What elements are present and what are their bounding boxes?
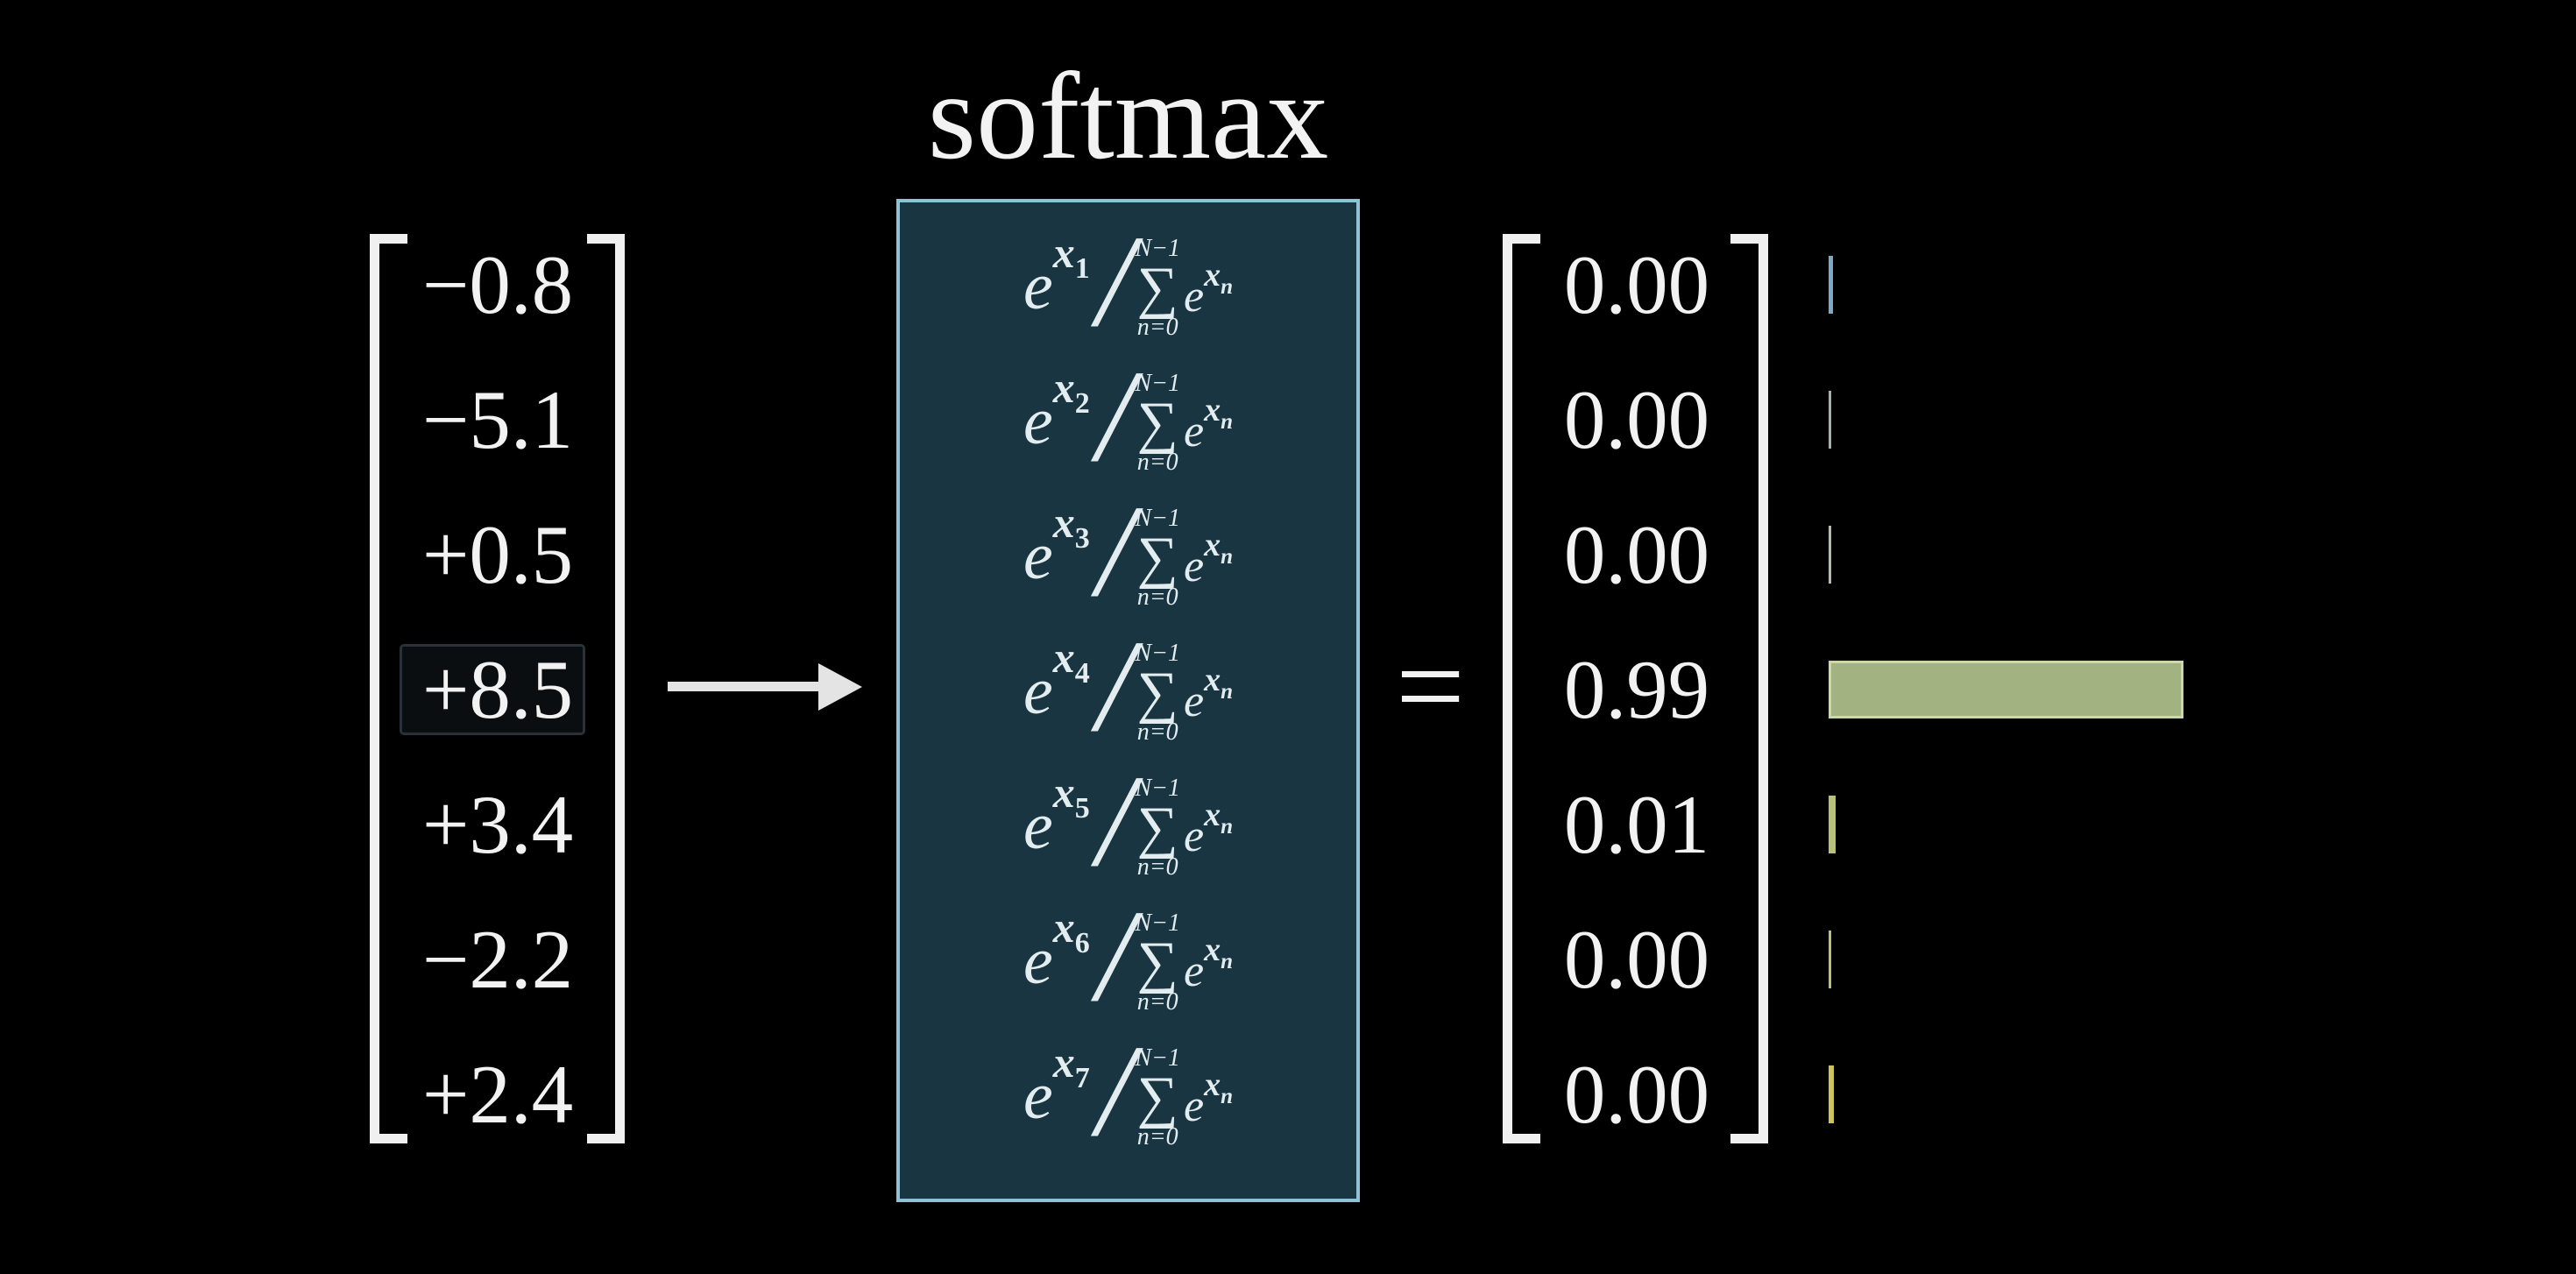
probability-bar-row (1829, 757, 2284, 892)
formula-sum: N−1∑n=0 (1135, 370, 1180, 476)
input-vector-value: +2.4 (421, 1048, 574, 1141)
probability-bar-row (1829, 352, 2284, 487)
output-vector-left-bracket (1503, 234, 1540, 1143)
probability-bar (1829, 931, 1831, 988)
formula-slash: / (1096, 343, 1134, 489)
arrow-head (818, 663, 862, 711)
input-vector-value: +0.5 (421, 508, 574, 601)
softmax-box (896, 199, 1360, 1202)
output-vector-right-bracket (1730, 234, 1768, 1143)
input-vector-value: +3.4 (421, 778, 574, 871)
probability-bar (1829, 256, 1833, 314)
formula-slash: / (1096, 478, 1134, 624)
formula-sum: N−1∑n=0 (1135, 1044, 1180, 1150)
output-vector-value: 0.99 (1563, 643, 1710, 736)
input-vector-value: −2.2 (421, 913, 574, 1006)
formula-slash: / (1096, 613, 1134, 759)
probability-bar (1829, 391, 1831, 449)
output-vector-value: 0.00 (1563, 913, 1710, 1006)
output-vector-value: 0.01 (1563, 778, 1710, 871)
input-vector-left-bracket (370, 234, 407, 1143)
probability-bar (1829, 526, 1831, 584)
output-vector-value: 0.00 (1563, 508, 1710, 601)
formula-slash: / (1096, 1018, 1134, 1164)
diagram-title: softmax (927, 46, 1329, 185)
probability-bar-row (1829, 892, 2284, 1027)
output-vector-value: 0.00 (1563, 1048, 1710, 1141)
input-vector-values: −0.8 −5.1 +0.5 +8.5 +3.4 −2.2 +2.4 (379, 217, 616, 1162)
formula-sum: N−1∑n=0 (1135, 775, 1180, 881)
probability-bar (1829, 1065, 1834, 1123)
probability-bar-row (1829, 1027, 2284, 1162)
formula-sum: N−1∑n=0 (1135, 909, 1180, 1016)
probability-bar-row (1829, 622, 2284, 757)
input-vector-right-bracket (587, 234, 625, 1143)
arrow-shaft (668, 682, 820, 691)
probability-bar (1829, 796, 1836, 853)
output-vector-values: 0.00 0.00 0.00 0.99 0.01 0.00 0.00 (1510, 217, 1764, 1162)
output-vector-value: 0.00 (1563, 373, 1710, 466)
probability-bar-row (1829, 217, 2284, 352)
formula-slash: / (1096, 883, 1134, 1029)
formula-slash: / (1096, 748, 1134, 894)
input-vector-value: −5.1 (421, 373, 574, 466)
input-vector-value: +8.5 (421, 643, 574, 736)
formula-sum: N−1∑n=0 (1135, 505, 1180, 611)
formula-sum: N−1∑n=0 (1135, 640, 1180, 746)
input-vector-value: −0.8 (421, 238, 574, 331)
formula-sum: N−1∑n=0 (1135, 235, 1180, 341)
highlighted-value-box (400, 644, 585, 735)
formula-slash: / (1096, 209, 1134, 354)
probability-bar (1829, 661, 2183, 718)
equals-sign: = (1396, 619, 1465, 754)
probability-bars (1829, 217, 2284, 1162)
probability-bar-row (1829, 487, 2284, 622)
output-vector-value: 0.00 (1563, 238, 1710, 331)
